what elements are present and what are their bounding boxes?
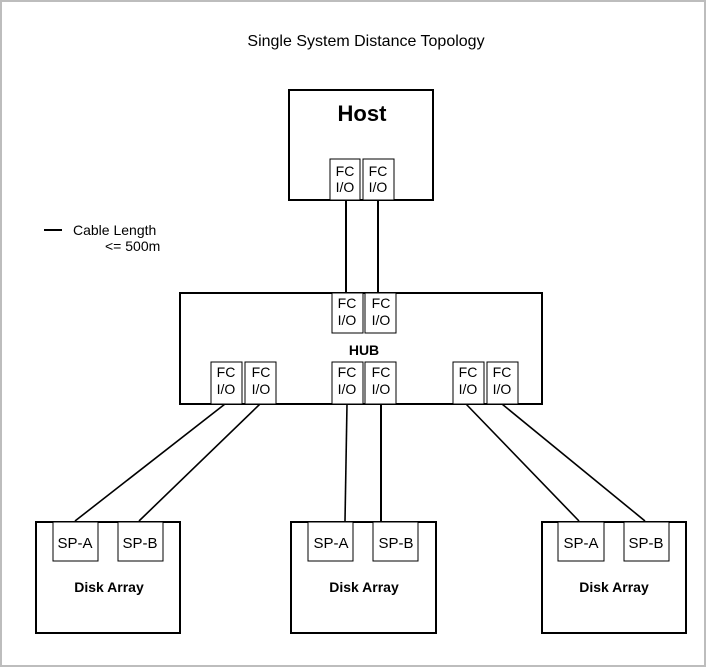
hub-top-port-1: FC I/O (331, 292, 364, 334)
port-label-line2: I/O (372, 381, 391, 397)
host-label: Host (338, 101, 388, 126)
disk-array-label: Disk Array (329, 579, 399, 595)
sp-a-box (52, 521, 99, 562)
cable-hub-disk1-spb (138, 403, 261, 522)
port-label-line2: I/O (372, 312, 391, 328)
port-label-line1: FC (252, 364, 271, 380)
cable-hub-disk3-spa (465, 403, 580, 522)
host-port-1: FC I/O (329, 158, 361, 201)
port-label-line1: FC (336, 163, 355, 179)
sp-a-box (307, 521, 354, 562)
host-node: Host FC I/O FC I/O (288, 89, 434, 201)
port-label-line1: FC (372, 364, 391, 380)
sp-b-box (623, 521, 670, 562)
cable-hub-disk2-spa (344, 403, 348, 522)
diagram-title: Single System Distance Topology (247, 33, 484, 50)
disk-array-label: Disk Array (74, 579, 144, 595)
port-box (331, 292, 364, 334)
port-label-line2: I/O (338, 312, 357, 328)
port-label-line1: FC (369, 163, 388, 179)
port-label-line2: I/O (369, 179, 388, 195)
port-label-line2: I/O (336, 179, 355, 195)
hub-bottom-port-2: FC I/O (244, 361, 277, 405)
port-label-line1: FC (338, 364, 357, 380)
host-port-2: FC I/O (362, 158, 395, 201)
port-label-line1: FC (493, 364, 512, 380)
disk-array-3: SP-A SP-B Disk Array (541, 521, 687, 634)
sp-a-box (557, 521, 605, 562)
port-label-line2: I/O (493, 381, 512, 397)
hub-bottom-port-1: FC I/O (210, 361, 243, 405)
port-label-line1: FC (372, 295, 391, 311)
port-label-line2: I/O (338, 381, 357, 397)
cables-host-hub (345, 200, 379, 293)
port-label-line1: FC (459, 364, 478, 380)
sp-b-label: SP-B (378, 535, 413, 552)
port-label-line1: FC (217, 364, 236, 380)
host-box (288, 89, 434, 201)
hub-bottom-port-3: FC I/O (331, 361, 364, 405)
port-box (210, 361, 243, 405)
disk-array-label: Disk Array (579, 579, 649, 595)
legend: Cable Length <= 500m (44, 222, 160, 254)
hub-bottom-port-6: FC I/O (486, 361, 519, 405)
legend-label-line2: <= 500m (105, 238, 160, 254)
port-box (331, 361, 364, 405)
port-box (364, 361, 397, 405)
port-box (362, 158, 395, 201)
cables-hub-disks (74, 403, 646, 522)
sp-b-box (372, 521, 419, 562)
port-box (486, 361, 519, 405)
hub-top-port-2: FC I/O (364, 292, 397, 334)
hub-bottom-port-5: FC I/O (452, 361, 485, 405)
hub-label: HUB (349, 342, 379, 358)
sp-b-label: SP-B (122, 535, 157, 552)
port-box (364, 292, 397, 334)
disk-array-2: SP-A SP-B Disk Array (290, 521, 437, 634)
sp-a-label: SP-A (57, 535, 92, 552)
port-box (452, 361, 485, 405)
port-label-line2: I/O (217, 381, 236, 397)
cable-hub-disk1-spa (74, 403, 226, 522)
hub-node: HUB FC I/O FC I/O FC I/O FC I/O FC I/O (179, 292, 543, 405)
port-label-line2: I/O (459, 381, 478, 397)
disk-array-1: SP-A SP-B Disk Array (35, 521, 181, 634)
port-box (244, 361, 277, 405)
hub-bottom-port-4: FC I/O (364, 361, 397, 405)
sp-b-box (117, 521, 164, 562)
cable-hub-disk3-spb (501, 403, 646, 522)
port-label-line1: FC (338, 295, 357, 311)
legend-label-line1: Cable Length (73, 222, 156, 238)
sp-b-label: SP-B (628, 535, 663, 552)
port-box (329, 158, 361, 201)
sp-a-label: SP-A (563, 535, 598, 552)
port-label-line2: I/O (252, 381, 271, 397)
sp-a-label: SP-A (313, 535, 348, 552)
